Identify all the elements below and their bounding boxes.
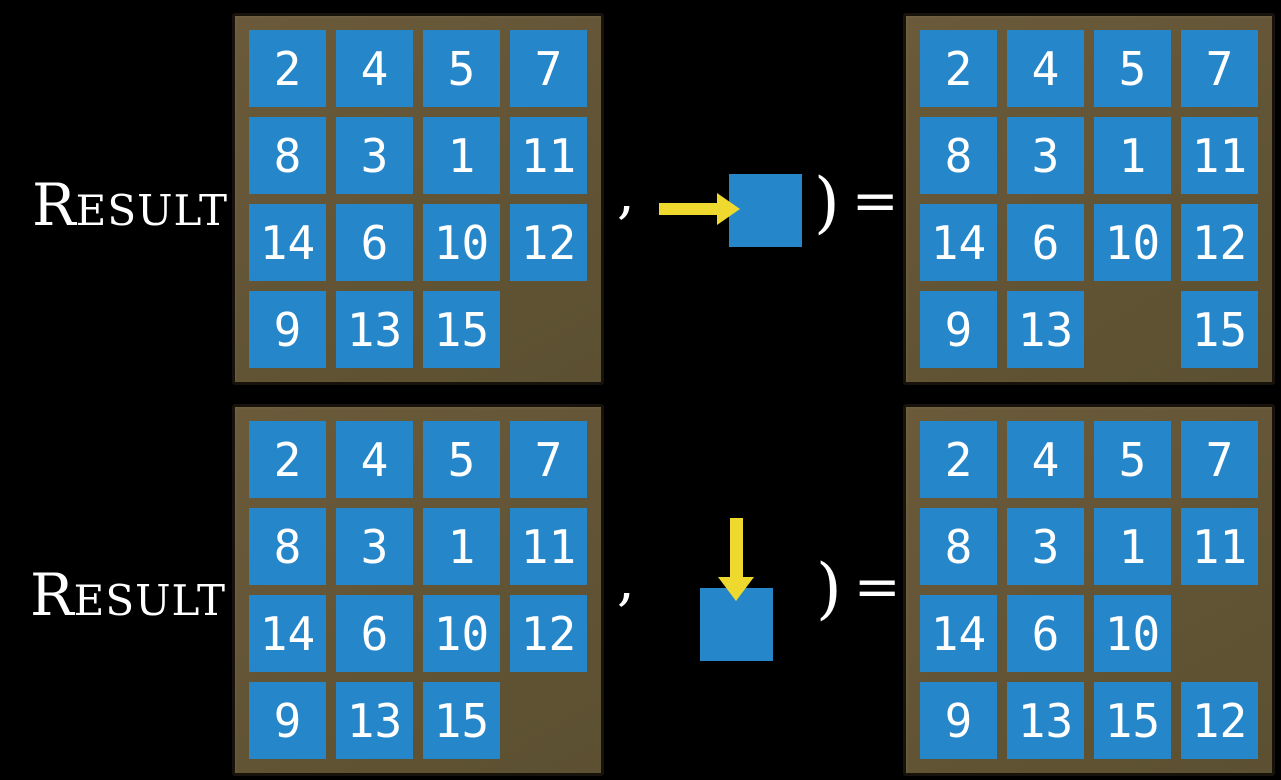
puzzle-tile-1: 1 [1094, 508, 1171, 585]
puzzle-tile-14: 14 [920, 204, 997, 281]
empty-cell [510, 291, 587, 368]
puzzle-tile-6: 6 [336, 204, 413, 281]
comma: , [617, 161, 635, 226]
arrow-shaft [730, 518, 743, 577]
empty-cell [1094, 291, 1171, 368]
puzzle-tile-8: 8 [920, 117, 997, 194]
puzzle-tile-3: 3 [336, 117, 413, 194]
puzzle-tile-12: 12 [510, 595, 587, 672]
puzzle-tile-10: 10 [1094, 204, 1171, 281]
close-paren-equals: ) = [814, 556, 901, 622]
puzzle-tile-12: 12 [510, 204, 587, 281]
close-paren-equals: ) = [812, 170, 899, 236]
puzzle-tile-2: 2 [249, 30, 326, 107]
puzzle-tile-4: 4 [336, 421, 413, 498]
puzzle-tile-2: 2 [920, 30, 997, 107]
puzzle-tile-1: 1 [423, 117, 500, 194]
arrow-head [718, 577, 754, 601]
empty-cell [1181, 595, 1258, 672]
puzzle-tile-13: 13 [336, 682, 413, 759]
puzzle-tile-1: 1 [1094, 117, 1171, 194]
puzzle-tile-4: 4 [1007, 30, 1084, 107]
puzzle-tile-10: 10 [423, 595, 500, 672]
comma: , [617, 548, 635, 613]
puzzle-tile-3: 3 [1007, 508, 1084, 585]
puzzle-tile-7: 7 [1181, 30, 1258, 107]
close-paren: ) [816, 550, 842, 627]
arrow-right-into-tile-icon [659, 174, 802, 247]
arrow-shaft [659, 203, 718, 215]
puzzle-tile-12: 12 [1181, 682, 1258, 759]
puzzle-tile-5: 5 [423, 30, 500, 107]
puzzle-tile-10: 10 [423, 204, 500, 281]
blank-tile-square-icon [729, 174, 802, 247]
puzzle-tile-11: 11 [1181, 508, 1258, 585]
puzzle-tile-2: 2 [920, 421, 997, 498]
equals-sign: = [853, 555, 901, 620]
puzzle-tile-6: 6 [1007, 204, 1084, 281]
puzzle-tile-7: 7 [510, 421, 587, 498]
puzzle-tile-9: 9 [249, 682, 326, 759]
puzzle-tile-13: 13 [336, 291, 413, 368]
puzzle-tile-14: 14 [920, 595, 997, 672]
function-name-initial: R [30, 561, 74, 629]
puzzle-tile-8: 8 [249, 508, 326, 585]
arrow-head [717, 193, 740, 225]
puzzle-tile-5: 5 [1094, 421, 1171, 498]
close-paren: ) [814, 164, 840, 241]
equals-sign: = [851, 169, 899, 234]
puzzle-tile-6: 6 [1007, 595, 1084, 672]
puzzle-tile-8: 8 [920, 508, 997, 585]
puzzle-tile-3: 3 [1007, 117, 1084, 194]
puzzle-tile-4: 4 [1007, 421, 1084, 498]
puzzle-tile-9: 9 [920, 682, 997, 759]
puzzle-tile-10: 10 [1094, 595, 1171, 672]
puzzle-tile-14: 14 [249, 204, 326, 281]
puzzle-tile-15: 15 [1094, 682, 1171, 759]
puzzle-tile-3: 3 [336, 508, 413, 585]
puzzle-tile-6: 6 [336, 595, 413, 672]
puzzle-tile-5: 5 [1094, 30, 1171, 107]
puzzle-tile-15: 15 [1181, 291, 1258, 368]
puzzle-tile-7: 7 [510, 30, 587, 107]
puzzle-tile-7: 7 [1181, 421, 1258, 498]
puzzle-tile-12: 12 [1181, 204, 1258, 281]
puzzle-tile-9: 9 [249, 291, 326, 368]
function-name-initial: R [32, 171, 76, 239]
function-name-rest: ESULT [75, 186, 228, 235]
puzzle-tile-15: 15 [423, 291, 500, 368]
puzzle-tile-13: 13 [1007, 291, 1084, 368]
puzzle-tile-14: 14 [249, 595, 326, 672]
function-name-rest: ESULT [73, 576, 226, 625]
puzzle-tile-2: 2 [249, 421, 326, 498]
puzzle-tile-13: 13 [1007, 682, 1084, 759]
puzzle-tile-9: 9 [920, 291, 997, 368]
puzzle-tile-15: 15 [423, 682, 500, 759]
puzzle-tile-1: 1 [423, 508, 500, 585]
puzzle-tile-4: 4 [336, 30, 413, 107]
puzzle-tile-11: 11 [510, 117, 587, 194]
puzzle-tile-8: 8 [249, 117, 326, 194]
arrow-down-into-tile-icon [700, 518, 773, 661]
puzzle-tile-11: 11 [1181, 117, 1258, 194]
empty-cell [510, 682, 587, 759]
puzzle-tile-11: 11 [510, 508, 587, 585]
puzzle-tile-5: 5 [423, 421, 500, 498]
